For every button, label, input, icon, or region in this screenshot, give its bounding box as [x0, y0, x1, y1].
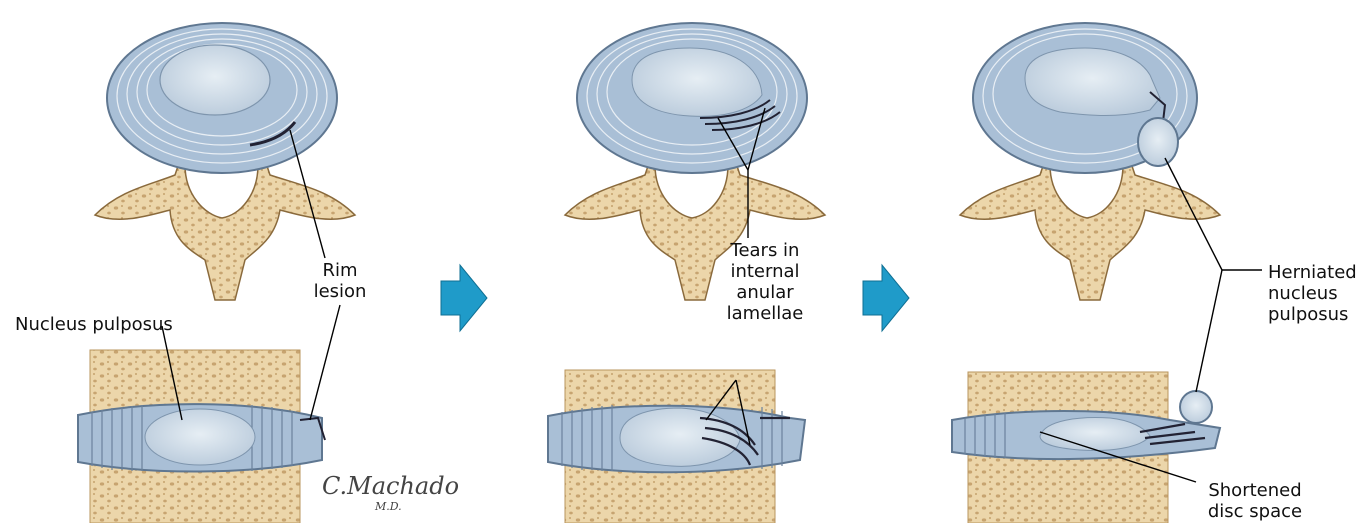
tears-line3: anular	[710, 282, 820, 303]
tears-line2: internal	[710, 261, 820, 282]
panel3-sagittal-section	[952, 372, 1220, 523]
rim-lesion-line2: lesion	[295, 281, 385, 302]
herniated-line3: pulposus	[1268, 304, 1368, 325]
herniated-nucleus-label: Herniated nucleus pulposus	[1268, 262, 1368, 325]
nucleus-pulposus-text: Nucleus pulposus	[15, 314, 235, 335]
panel1-sagittal-nucleus	[145, 409, 255, 465]
herniated-line1: Herniated	[1268, 262, 1368, 283]
panel1-sagittal-section	[78, 350, 325, 523]
panel3-herniated-bulge	[1138, 118, 1178, 166]
herniated-line2: nucleus	[1268, 283, 1368, 304]
tears-line4: lamellae	[710, 303, 820, 324]
rim-lesion-label: Rim lesion	[295, 260, 385, 302]
shortened-line1: Shortened	[1195, 480, 1315, 501]
shortened-disc-label: Shortened disc space	[1195, 480, 1315, 522]
step-arrow-2	[863, 265, 909, 331]
rim-lesion-line1: Rim	[295, 260, 385, 281]
panel3-axial-vertebra	[960, 23, 1220, 300]
panel1-axial-vertebra	[95, 23, 355, 300]
tears-label: Tears in internal anular lamellae	[710, 240, 820, 324]
artist-signature: C.Machado	[322, 472, 459, 500]
tears-line1: Tears in	[710, 240, 820, 261]
shortened-line2: disc space	[1195, 501, 1315, 522]
artist-signature-suffix: M.D.	[375, 500, 402, 513]
panel1-nucleus	[160, 45, 270, 115]
panel2-sagittal-section	[548, 370, 805, 523]
step-arrow-1	[441, 265, 487, 331]
nucleus-pulposus-label: Nucleus pulposus	[15, 314, 235, 335]
panel3-sagittal-herniation	[1180, 391, 1212, 423]
